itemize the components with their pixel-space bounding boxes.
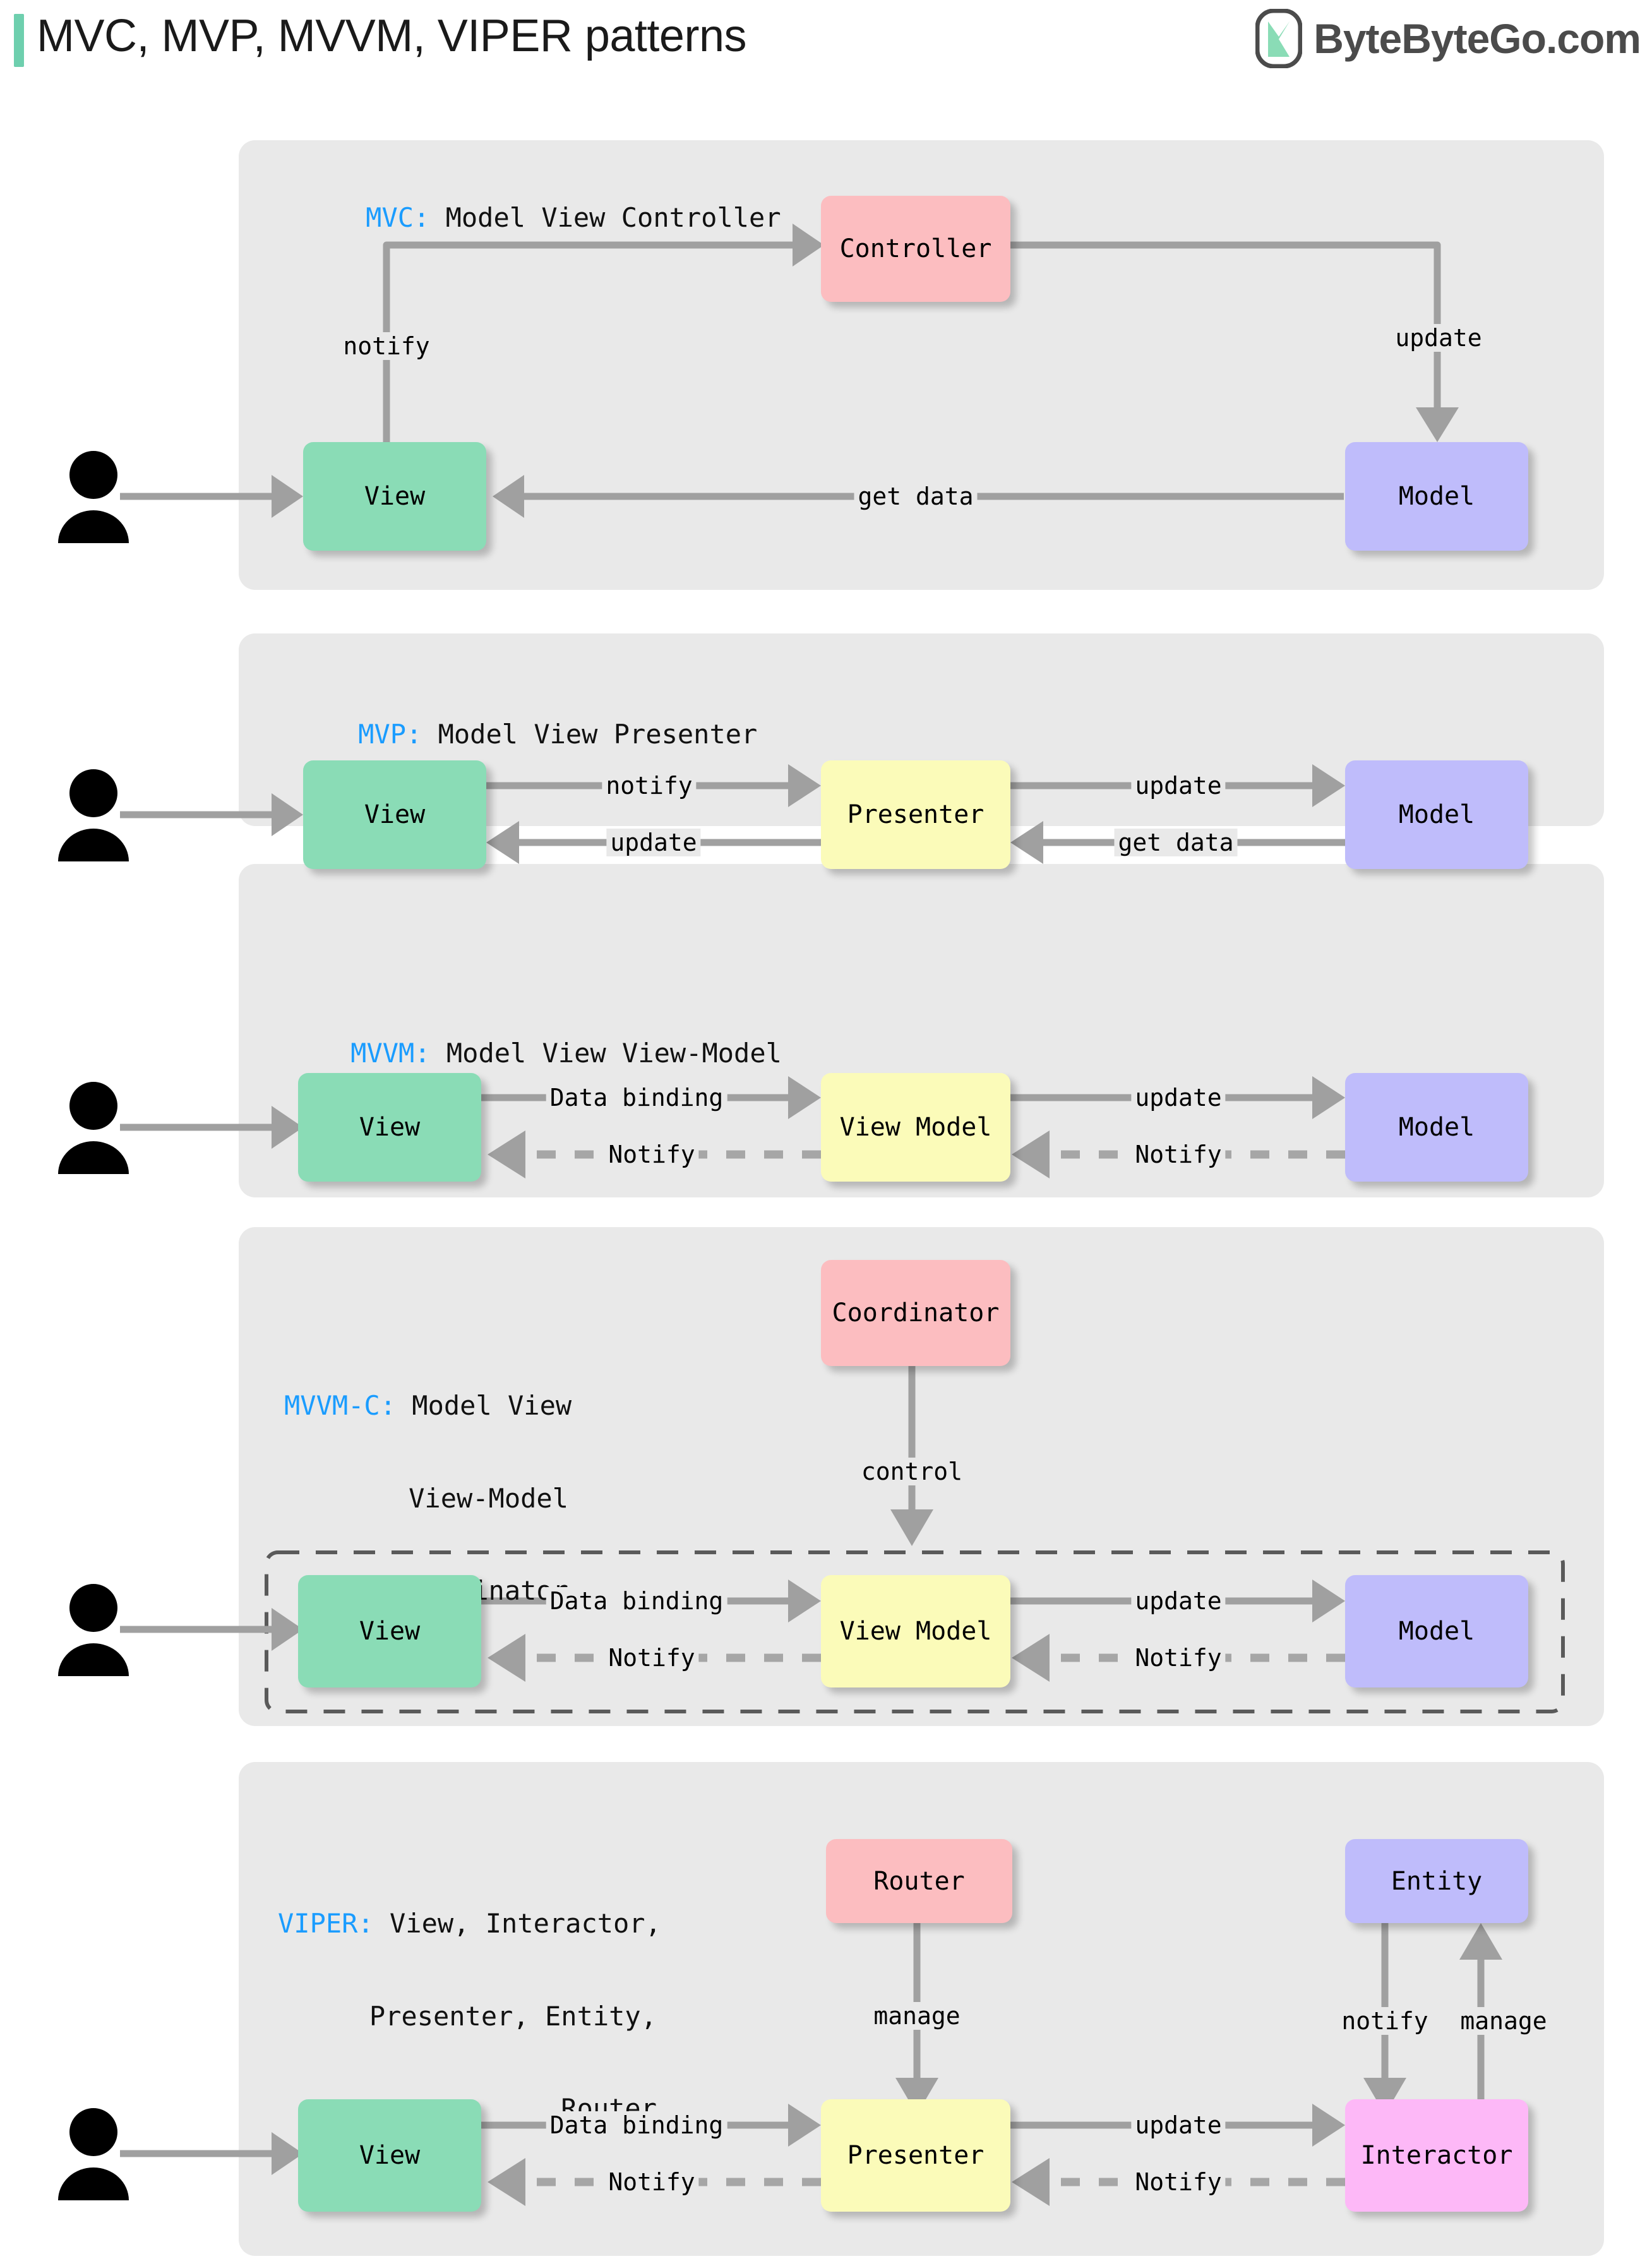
edge-label-data-binding: Data binding [546, 1084, 727, 1112]
node-model[interactable]: Model [1345, 442, 1528, 551]
person-icon [58, 451, 129, 543]
person-icon [58, 1584, 129, 1676]
edge-label-update: update [1131, 1084, 1226, 1112]
edge-label-control: control [857, 1458, 967, 1485]
edge-label-update: update [1131, 2111, 1226, 2139]
node-label: View Model [839, 1617, 992, 1646]
edge-label-update: update [1131, 772, 1226, 800]
caption-key: VIPER: [278, 1908, 374, 1939]
page-title: MVC, MVP, MVVM, VIPER patterns [37, 11, 747, 61]
title-accent-bar [14, 14, 24, 67]
edge-label-update: update [1391, 324, 1486, 352]
node-model[interactable]: Model [1345, 1073, 1528, 1182]
caption-key: MVVM: [350, 1037, 431, 1069]
edge-label-data-binding: Data binding [546, 2111, 727, 2139]
node-label: Presenter [847, 800, 985, 829]
bytebytego-logo-icon [1255, 9, 1303, 68]
node-label: Controller [839, 234, 992, 263]
node-view[interactable]: View [298, 2099, 481, 2212]
caption-key: MVC: [366, 201, 430, 233]
person-icon [58, 2108, 129, 2200]
caption-key: MVP: [358, 718, 422, 750]
node-view-model[interactable]: View Model [821, 1575, 1010, 1688]
node-coordinator[interactable]: Coordinator [821, 1260, 1010, 1366]
edge-label-data-binding: Data binding [546, 1587, 727, 1615]
edge-label-notify: Notify [604, 1644, 699, 1672]
node-label: Entity [1391, 1866, 1483, 1896]
node-router[interactable]: Router [826, 1839, 1012, 1923]
edge-label-manage: manage [1456, 2007, 1551, 2035]
node-label: Presenter [847, 2141, 985, 2170]
node-view-model[interactable]: View Model [821, 1073, 1010, 1182]
node-entity[interactable]: Entity [1345, 1839, 1528, 1923]
caption-line-2: Presenter, Entity, [369, 2000, 657, 2032]
node-label: View [364, 800, 426, 829]
edge-label-manage: manage [870, 2002, 964, 2030]
edge-label-update: update [606, 829, 701, 856]
edge-label-update: update [1131, 1587, 1226, 1615]
person-icon [58, 1082, 129, 1174]
node-model[interactable]: Model [1345, 760, 1528, 869]
brand-name: ByteByteGo.com [1314, 15, 1641, 62]
page-header: MVC, MVP, MVVM, VIPER patterns ByteByteG… [0, 0, 1652, 82]
caption-rest: Model View Controller [429, 201, 781, 233]
edge-label-notify: notify [1338, 2007, 1432, 2035]
node-label: Model [1398, 800, 1475, 829]
node-view[interactable]: View [298, 1575, 481, 1688]
caption-rest: Model View Presenter [422, 718, 758, 750]
node-label: View Model [839, 1113, 992, 1142]
node-label: Router [873, 1866, 965, 1896]
edge-label-notify: Notify [1131, 2168, 1226, 2196]
edge-label-notify: notify [339, 332, 434, 360]
caption-mvp: MVP: Model View Presenter [294, 688, 757, 781]
edge-label-notify: Notify [1131, 1141, 1226, 1168]
caption-line-2: View-Model [409, 1482, 568, 1514]
edge-label-get-data: get data [1114, 829, 1238, 856]
caption-mvvm: MVVM: Model View View-Model [287, 1007, 782, 1100]
node-view[interactable]: View [303, 760, 486, 869]
node-label: View [359, 2141, 421, 2170]
caption-line-1: Model View [396, 1390, 572, 1422]
node-interactor[interactable]: Interactor [1345, 2099, 1528, 2212]
edge-label-notify: notify [602, 772, 697, 800]
brand-lockup: ByteByteGo.com [1255, 9, 1641, 68]
node-label: View [359, 1113, 421, 1142]
edge-label-notify: Notify [604, 1141, 699, 1168]
caption-mvc: MVC: Model View Controller [302, 172, 781, 264]
node-label: View [364, 482, 426, 511]
node-label: Model [1398, 1617, 1475, 1646]
edge-label-notify: Notify [604, 2168, 699, 2196]
node-presenter[interactable]: Presenter [821, 2099, 1010, 2212]
node-view[interactable]: View [298, 1073, 481, 1182]
caption-rest: Model View View-Model [430, 1037, 782, 1069]
edge-label-get-data: get data [854, 483, 978, 510]
node-label: Interactor [1360, 2141, 1513, 2170]
caption-viper: VIPER: View, Interactor, Presenter, Enti… [278, 1847, 661, 2186]
node-label: Coordinator [832, 1298, 1000, 1328]
edge-label-notify: Notify [1131, 1644, 1226, 1672]
node-presenter[interactable]: Presenter [821, 760, 1010, 869]
node-model[interactable]: Model [1345, 1575, 1528, 1688]
person-icon [58, 769, 129, 861]
caption-key: MVVM-C: [284, 1390, 397, 1422]
node-label: Model [1398, 482, 1475, 511]
node-controller[interactable]: Controller [821, 196, 1010, 302]
node-label: View [359, 1617, 421, 1646]
node-view[interactable]: View [303, 442, 486, 551]
node-label: Model [1398, 1113, 1475, 1142]
caption-line-1: View, Interactor, [373, 1908, 661, 1939]
